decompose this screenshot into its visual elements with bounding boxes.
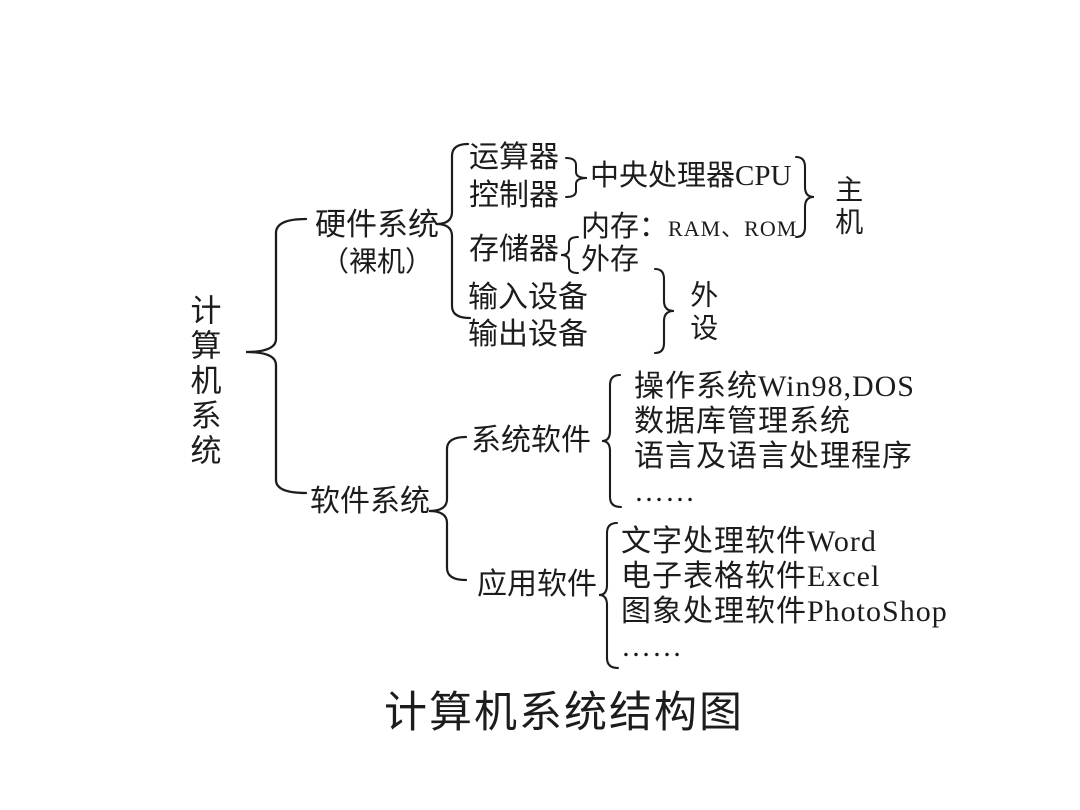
peripheral-brace bbox=[653, 267, 675, 355]
peripheral-label: 外设 bbox=[686, 280, 718, 346]
host-label: 主机 bbox=[831, 175, 863, 239]
application-software-label: 应用软件 bbox=[477, 568, 597, 601]
system-software-item-ellipsis: …… bbox=[634, 475, 696, 508]
system-software-item: 操作系统Win98,DOS bbox=[634, 370, 915, 403]
storage-label: 存储器 bbox=[469, 233, 559, 266]
system-software-label: 系统软件 bbox=[471, 424, 591, 457]
storage-brace bbox=[560, 236, 579, 274]
software-label: 软件系统 bbox=[310, 485, 430, 518]
control-unit-label: 控制器 bbox=[469, 179, 559, 212]
application-software-item: 图象处理软件PhotoShop bbox=[621, 595, 948, 628]
hardware-sublabel: （裸机） bbox=[320, 247, 433, 278]
cpu-label: 中央处理器CPU bbox=[590, 160, 792, 192]
input-device-label: 输入设备 bbox=[468, 281, 588, 314]
application-software-item: 文字处理软件Word bbox=[621, 525, 877, 558]
arithmetic-unit-label: 运算器 bbox=[469, 141, 559, 174]
system-software-item: 语言及语言处理程序 bbox=[634, 440, 913, 473]
application-software-brace bbox=[598, 521, 620, 670]
diagram-title: 计算机系统结构图 bbox=[384, 690, 744, 737]
hardware-brace bbox=[435, 142, 472, 320]
internal-memory-label: 内存： bbox=[581, 211, 669, 243]
host-brace bbox=[794, 155, 815, 239]
hardware-label: 硬件系统 bbox=[315, 207, 439, 242]
application-software-item-ellipsis: …… bbox=[621, 630, 683, 663]
software-brace bbox=[428, 435, 468, 582]
memory-types-label: RAM、ROM bbox=[668, 216, 798, 241]
external-storage-label: 外存 bbox=[581, 244, 640, 276]
output-device-label: 输出设备 bbox=[468, 318, 588, 351]
cpu-brace bbox=[565, 157, 588, 198]
root-label: 计算机系统 bbox=[185, 294, 221, 469]
root-brace bbox=[245, 217, 308, 495]
system-software-item: 数据库管理系统 bbox=[634, 405, 851, 438]
application-software-item: 电子表格软件Excel bbox=[621, 560, 881, 593]
system-software-brace bbox=[601, 373, 623, 509]
